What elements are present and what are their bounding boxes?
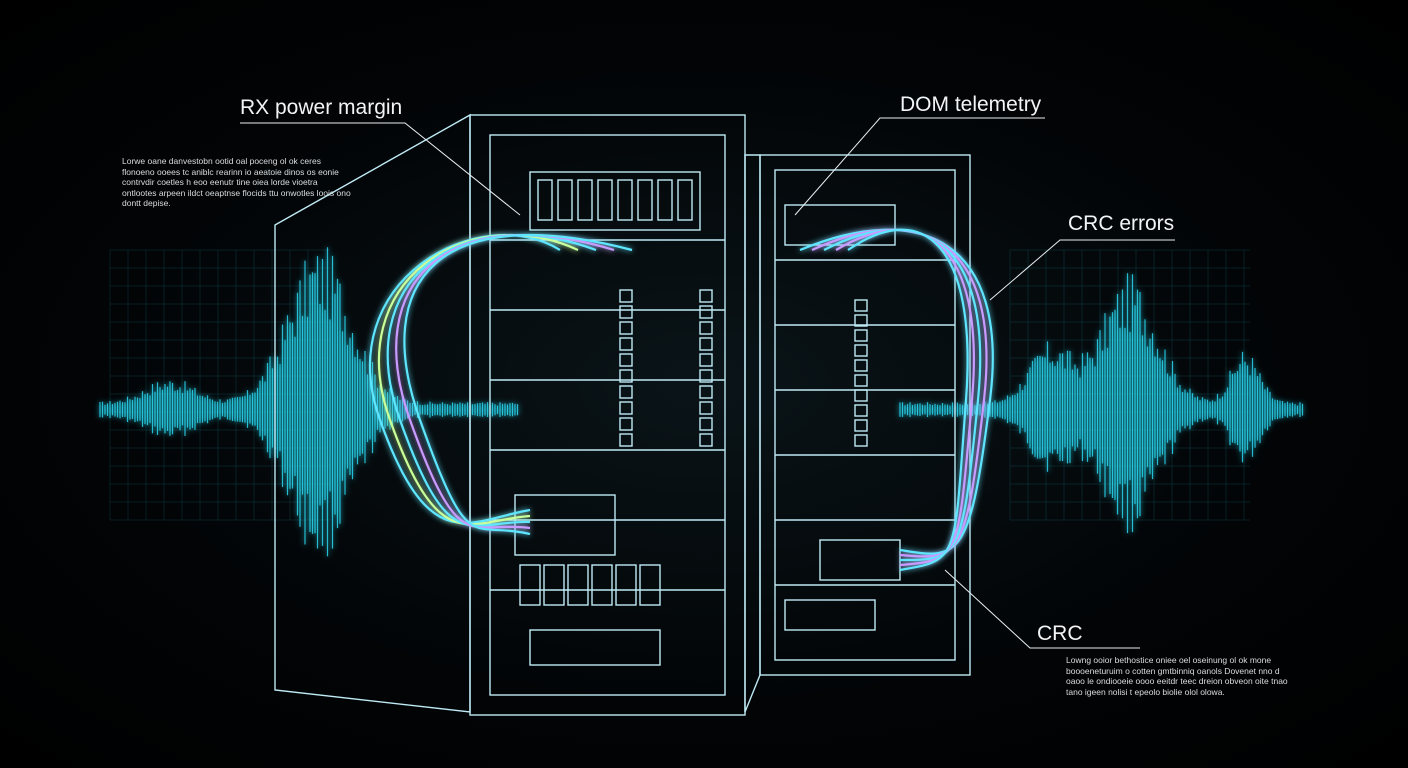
label-rx-power-margin: RX power margin (240, 96, 403, 119)
fiber-cable-left (403, 234, 633, 536)
caption-bottom-right: Lowng ooior bethostice oniee oel oseinun… (1066, 655, 1288, 697)
label-crc-errors: CRC errors (1068, 212, 1175, 235)
module-slot (699, 337, 713, 351)
module-slot (854, 434, 868, 447)
module-slot (619, 321, 633, 335)
port (597, 179, 613, 221)
module-slot (854, 419, 868, 432)
module-slot (699, 385, 713, 399)
module-slot (619, 353, 633, 367)
server-racks (274, 113, 971, 716)
module-slot (854, 404, 868, 417)
module-slot (699, 289, 713, 303)
module-slot (699, 417, 713, 431)
callout-lines (240, 117, 1175, 649)
module-slot (619, 305, 633, 319)
rack-unit (543, 564, 565, 606)
label-crc: CRC (1037, 622, 1083, 645)
patch-panel-top-left (529, 171, 701, 231)
port (577, 179, 593, 221)
module-slot (699, 305, 713, 319)
rack-unit (591, 564, 613, 606)
rack-unit (615, 564, 637, 606)
fiber-cable-right (799, 228, 994, 555)
rack-left-inner (489, 134, 726, 696)
port (537, 179, 553, 221)
fiber-cable-right (835, 228, 975, 567)
patch-panel-top-right (784, 204, 896, 246)
module-slot (619, 401, 633, 415)
grid-backdrop-left (109, 249, 330, 521)
module-slot (699, 353, 713, 367)
caption-top-left: Lorwe oane danvestobn ootid oal poceng o… (122, 156, 351, 208)
signal-waveform-left (99, 247, 519, 557)
bottom-tray-left (529, 629, 661, 666)
rack-left-frame (469, 114, 746, 716)
module-slot (619, 289, 633, 303)
rack-divider (744, 154, 761, 713)
port (677, 179, 693, 221)
module-slot (854, 359, 868, 372)
leader-crc-errors (989, 239, 1175, 301)
module-slot (619, 337, 633, 351)
rack-unit (567, 564, 589, 606)
module-slot (854, 299, 868, 312)
module-slot (854, 329, 868, 342)
port (617, 179, 633, 221)
module-slot (699, 433, 713, 447)
port (557, 179, 573, 221)
fiber-cables (368, 228, 994, 572)
module-slot (854, 344, 868, 357)
leader-crc (944, 569, 1140, 649)
display-module-left (514, 494, 616, 556)
fiber-cable-left (395, 233, 615, 530)
module-slot (699, 369, 713, 383)
module-slot (854, 314, 868, 327)
module-slot (699, 321, 713, 335)
port (637, 179, 653, 221)
rack-right-inner (774, 169, 956, 661)
signal-waveform-right (899, 273, 1304, 534)
module-slot (854, 389, 868, 402)
rack-unit (519, 564, 541, 606)
module-slot (619, 385, 633, 399)
leader-rx-power (240, 122, 521, 216)
label-dom-telemetry: DOM telemetry (900, 93, 1042, 116)
bottom-tray-right (784, 599, 876, 631)
module-slot (619, 417, 633, 431)
fiber-cable-right (847, 228, 969, 572)
module-slot (854, 374, 868, 387)
module-slot (619, 433, 633, 447)
rack-unit (639, 564, 661, 606)
port (657, 179, 673, 221)
module-slot (699, 401, 713, 415)
leader-dom-telemetry (794, 117, 1045, 216)
module-slot (619, 369, 633, 383)
display-module-right (819, 539, 901, 581)
